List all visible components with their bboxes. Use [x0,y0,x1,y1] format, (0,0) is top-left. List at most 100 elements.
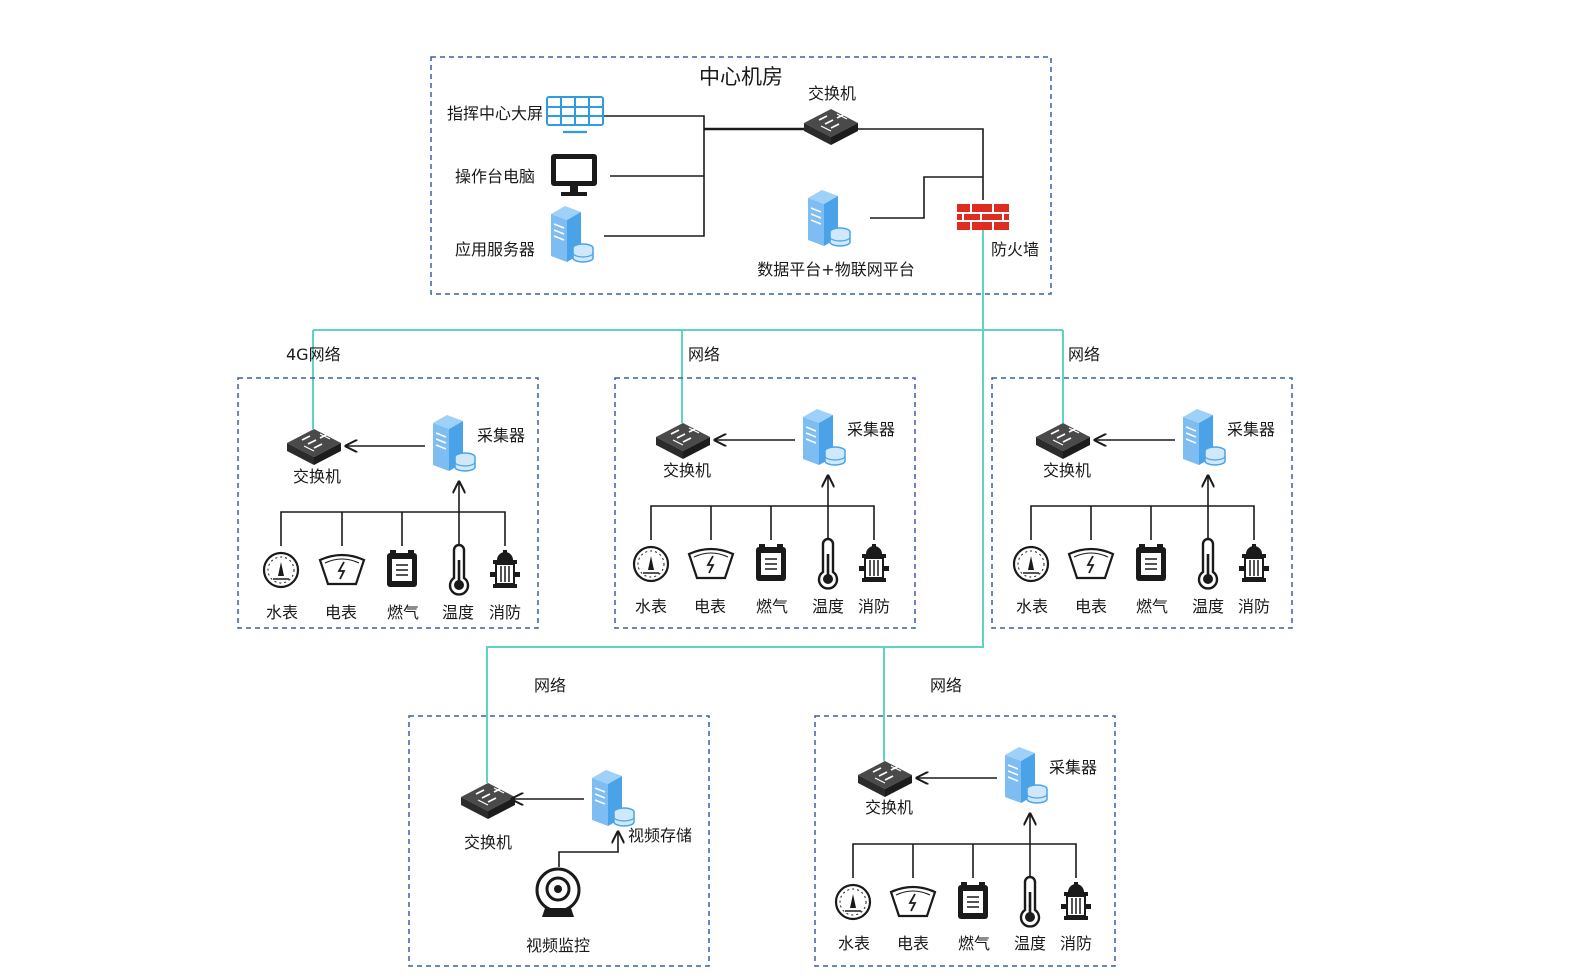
sensor-label-fire: 消防 [1060,934,1092,953]
collector-server-icon [1182,408,1226,466]
gas-meter-icon [755,543,787,582]
sensor-bus [852,843,1077,878]
big-screen-label: 指挥中心大屏 [447,104,543,123]
zone-network-label: 4G网络 [286,345,341,364]
center-room-title: 中心机房 [699,65,783,89]
sensor-label-water: 水表 [1016,597,1048,616]
electric-meter-icon [318,553,366,586]
thermometer-icon [448,543,470,596]
data-platform-label: 数据平台+物联网平台 [757,260,914,279]
collector-label: 采集器 [1049,758,1097,777]
fire-hydrant-icon [489,549,521,589]
app-server-icon [550,205,594,263]
sensor-label-fire: 消防 [858,597,890,616]
sensor-label-gas: 燃气 [958,934,990,953]
video-storage-label: 视频存储 [628,826,692,845]
camera-icon [535,867,581,919]
zone-border [237,377,539,629]
link-switch-firewall [856,128,984,200]
sensor-label-temperature: 温度 [1014,934,1046,953]
sensor-label-temperature: 温度 [442,603,474,622]
zone-3: 网络 交换机 采集器 水表 电表 燃气 温度 消防 [991,345,1293,629]
switch-label: 交换机 [293,467,341,486]
sensor-label-gas: 燃气 [756,597,788,616]
firewall-icon [956,203,1010,231]
link-platform-firewall [870,176,983,219]
zone-network-label: 网络 [688,345,720,364]
zone-network-label: 网络 [930,676,962,695]
sensor-label-electric: 电表 [694,597,726,616]
collector-server-icon [802,408,846,466]
sensor-label-water: 水表 [635,597,667,616]
gas-meter-icon [957,881,989,920]
sensor-bus [1030,505,1255,540]
video-zone-network-label: 网络 [534,676,566,695]
switch-icon [655,422,711,460]
gas-meter-icon [1135,543,1167,582]
sensor-label-electric: 电表 [325,603,357,622]
thermometer-icon [1019,875,1041,928]
collector-label: 采集器 [477,426,525,445]
core-switch-icon [803,108,859,146]
thermometer-icon [1197,537,1219,590]
camera-to-storage-arrow [558,832,618,867]
video-zone: 网络 交换机 视频存储 视频监控 [408,676,710,967]
water-meter-icon [1012,545,1050,583]
video-zone-border [408,715,710,967]
collector-server-icon [432,414,476,472]
collector-label: 采集器 [847,420,895,439]
monitor-icon [551,154,597,196]
sensor-label-electric: 电表 [897,934,929,953]
fire-hydrant-icon [858,543,890,583]
sensor-label-fire: 消防 [489,603,521,622]
zone-border [991,377,1293,629]
water-meter-icon [834,883,872,921]
big-screen-icon [545,95,605,134]
app-server-label: 应用服务器 [455,240,535,259]
sensor-label-water: 水表 [838,934,870,953]
zone-network-label: 网络 [1068,345,1100,364]
zone-2: 网络 交换机 采集器 水表 电表 燃气 温度 消防 [614,345,916,629]
zone-border [614,377,916,629]
sensor-label-water: 水表 [266,603,298,622]
switch-label: 交换机 [865,798,913,817]
electric-meter-icon [1067,547,1115,580]
zone-border [814,715,1116,967]
switch-label: 交换机 [1043,461,1091,480]
sensor-bus [280,511,506,546]
switch-icon [460,782,516,820]
zone-4: 网络 交换机 采集器 水表 电表 燃气 温度 消防 [814,676,1116,967]
network-backbone [312,230,1064,783]
console-pc-label: 操作台电脑 [455,167,535,186]
switch-icon [857,760,913,798]
electric-meter-icon [687,547,735,580]
sensor-label-temperature: 温度 [1192,597,1224,616]
firewall-label: 防火墙 [991,240,1039,259]
sensor-label-electric: 电表 [1075,597,1107,616]
core-switch-label: 交换机 [808,84,856,103]
camera-label: 视频监控 [526,936,590,955]
switch-label: 交换机 [663,461,711,480]
water-meter-icon [262,551,300,589]
collector-label: 采集器 [1227,420,1275,439]
electric-meter-icon [889,885,937,918]
sensor-label-gas: 燃气 [1136,597,1168,616]
water-meter-icon [632,545,670,583]
link-video-zone [486,330,984,783]
sensor-label-fire: 消防 [1238,597,1270,616]
thermometer-icon [817,537,839,590]
sensor-label-temperature: 温度 [812,597,844,616]
data-platform-server-icon [807,189,851,247]
switch-icon [286,428,342,466]
fire-hydrant-icon [1238,543,1270,583]
sensor-label-gas: 燃气 [387,603,419,622]
center-room: 中心机房 指挥中心大屏 操作台电脑 应用服务器 交换机 数据平台+物联网平台 防… [430,56,1052,295]
zone-1: 4G网络 交换机 采集器 水表 电表 燃气 温度 消防 [237,345,539,629]
video-storage-server-icon [591,769,635,827]
sensor-bus [650,505,875,540]
switch-icon [1035,422,1091,460]
center-room-border [430,56,1052,295]
collector-server-icon [1004,746,1048,804]
fire-hydrant-icon [1060,881,1092,921]
gas-meter-icon [386,549,418,588]
